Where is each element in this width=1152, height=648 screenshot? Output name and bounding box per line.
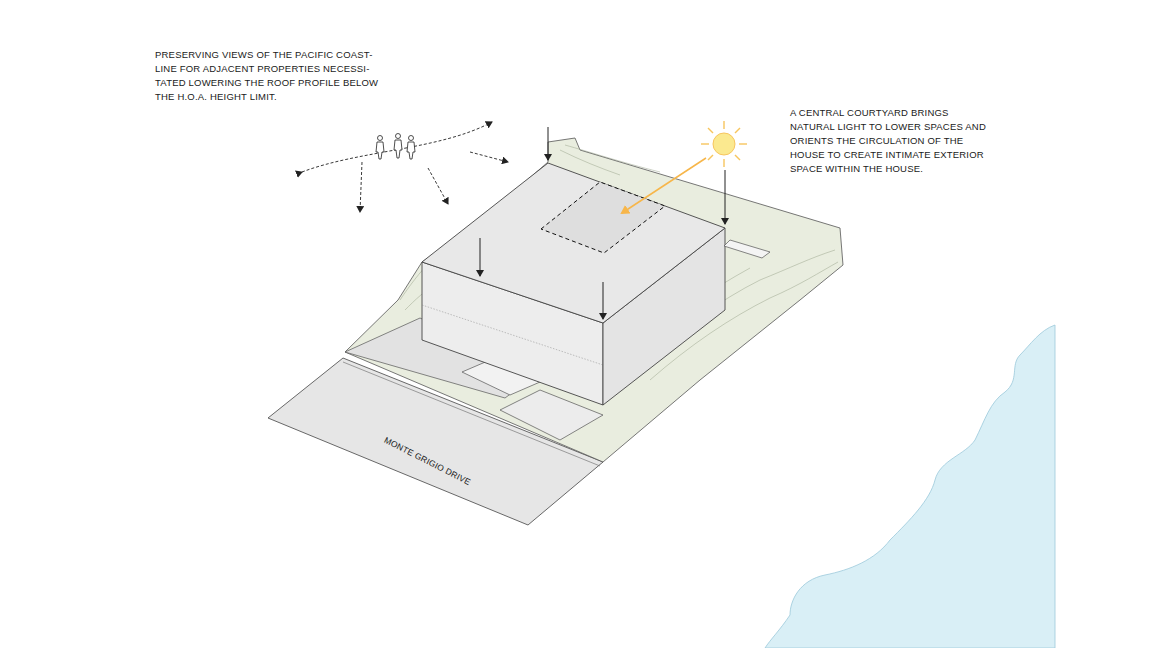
- design-note: PRESERVING VIEWS OF THE PACIFIC COAST-LI…: [155, 48, 387, 104]
- design-note: A CENTRAL COURTYARD BRINGS NATURAL LIGHT…: [790, 106, 990, 176]
